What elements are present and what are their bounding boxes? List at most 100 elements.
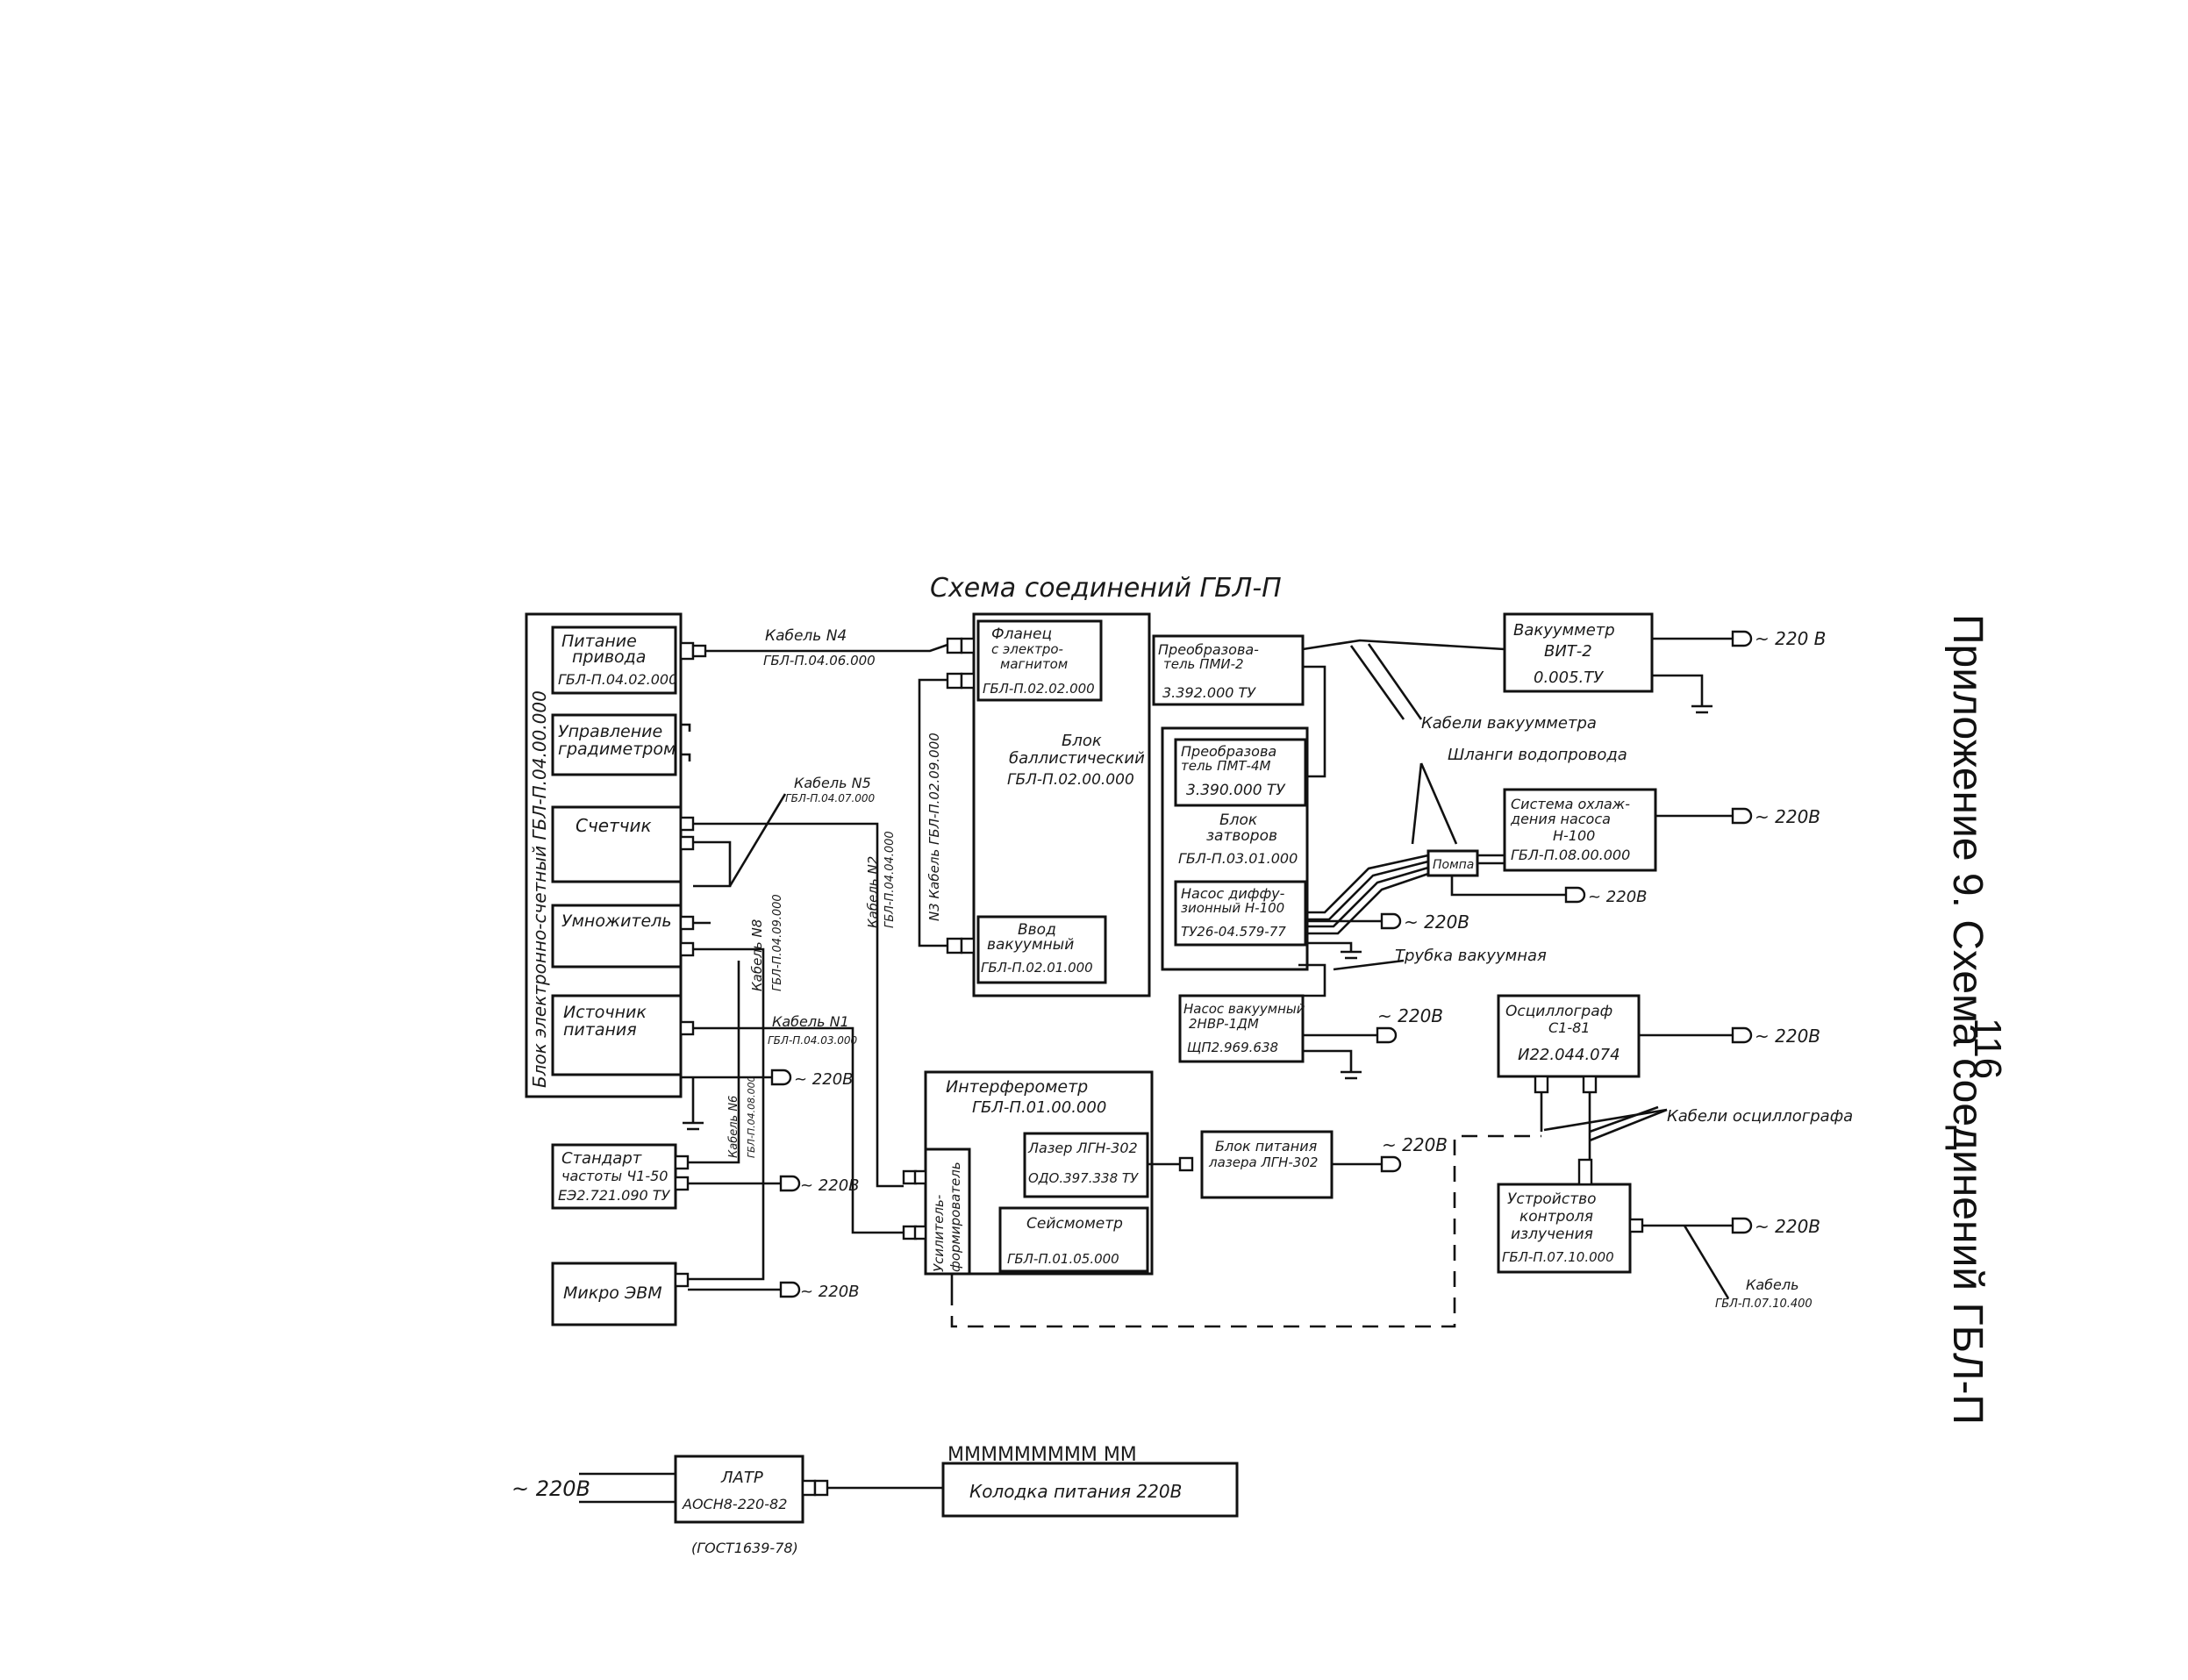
svg-text:ОДО.397.338 ТУ: ОДО.397.338 ТУ	[1028, 1170, 1139, 1186]
svg-text:ГБЛ-П.04.02.000: ГБЛ-П.04.02.000	[558, 671, 677, 688]
svg-text:С1-81: С1-81	[1548, 1019, 1590, 1036]
svg-text:с электро-: с электро-	[991, 641, 1063, 657]
svg-text:ГБЛ-П.04.07.000: ГБЛ-П.04.07.000	[785, 792, 876, 804]
svg-text:Насос диффу-: Насос диффу-	[1181, 885, 1285, 902]
svg-text:0.005.ТУ: 0.005.ТУ	[1534, 668, 1604, 687]
cooling-system: Система охлаж- дения насоса Н-100 ГБЛ-П.…	[1426, 788, 1657, 877]
power-strip: Колодка питания 220В МММММММММ ММ	[941, 1444, 1239, 1518]
svg-text:Преобразова: Преобразова	[1181, 743, 1276, 760]
svg-text:Кабели вакуумметра: Кабели вакуумметра	[1421, 714, 1597, 733]
latr: ЛАТР АОСН8-220-82 (ГОСТ1639-78)	[674, 1455, 829, 1556]
svg-text:Вакуумметр: Вакуумметр	[1513, 621, 1615, 640]
svg-text:баллистический: баллистический	[1009, 749, 1145, 768]
svg-text:ГБЛ-П.02.02.000: ГБЛ-П.02.02.000	[983, 681, 1095, 697]
svg-text:ГБЛ-П.03.01.000: ГБЛ-П.03.01.000	[1178, 850, 1298, 867]
power-strip-sockets: МММММММММ ММ	[947, 1444, 1137, 1466]
oscillograph-dashed-cable	[950, 1134, 1541, 1328]
svg-text:ГБЛ-П.01.00.000: ГБЛ-П.01.00.000	[972, 1098, 1106, 1117]
wires	[579, 637, 1733, 1504]
svg-text:Блок питания: Блок питания	[1215, 1138, 1318, 1155]
svg-text:ГБЛ-П.04.09.000: ГБЛ-П.04.09.000	[771, 894, 784, 991]
latr-gost: (ГОСТ1639-78)	[691, 1540, 798, 1556]
vacuum-gauge: Вакуумметр ВИТ-2 0.005.ТУ	[1503, 612, 1654, 693]
svg-text:ГБЛ-П.04.08.000: ГБЛ-П.04.08.000	[746, 1076, 757, 1158]
svg-text:И22.044.074: И22.044.074	[1518, 1046, 1620, 1064]
svg-text:ГБЛ-П.04.06.000: ГБЛ-П.04.06.000	[763, 653, 876, 668]
svg-text:Блок: Блок	[1219, 811, 1258, 829]
svg-text:~ 220В: ~ 220В	[800, 1283, 860, 1301]
svg-text:Источник: Источник	[563, 1003, 647, 1022]
svg-text:лазера ЛГН-302: лазера ЛГН-302	[1208, 1155, 1318, 1170]
page-number: 116	[1966, 1018, 2009, 1080]
frequency-standard: Стандарт частоты Ч1-50 ЕЭ2.721.090 ТУ	[551, 1143, 690, 1210]
svg-text:3.390.000 ТУ: 3.390.000 ТУ	[1186, 782, 1286, 799]
svg-text:ГБЛ-П.04.04.000: ГБЛ-П.04.04.000	[883, 831, 897, 928]
svg-text:Стандарт: Стандарт	[561, 1149, 642, 1168]
cable-labels: Кабель N4 ГБЛ-П.04.06.000 Кабель N5 ГБЛ-…	[727, 627, 1853, 1311]
svg-text:Устройство: Устройство	[1507, 1190, 1597, 1208]
svg-text:Система охлаж-: Система охлаж-	[1511, 796, 1630, 812]
svg-text:питания: питания	[563, 1020, 637, 1040]
interferometer: Интерферометр ГБЛ-П.01.00.000 Усилитель-…	[902, 1070, 1154, 1276]
svg-text:Н-100: Н-100	[1553, 827, 1595, 844]
electronic-counting-block: Блок электронно-счетный ГБЛ-П.04.00.000 …	[525, 612, 683, 1098]
svg-text:Фланец: Фланец	[991, 626, 1052, 643]
vacuum-pump: Насос вакуумный 2НВР-1ДМ ЩП2.969.638	[1178, 994, 1305, 1063]
svg-text:Усилитель-: Усилитель-	[931, 1195, 947, 1272]
svg-text:Кабель: Кабель	[1746, 1276, 1799, 1293]
svg-text:частоты Ч1-50: частоты Ч1-50	[561, 1168, 668, 1184]
module-upravlenie	[551, 713, 677, 776]
laser-power-block: Блок питания лазера ЛГН-302	[1178, 1130, 1334, 1199]
svg-text:~ 220В: ~ 220В	[1404, 911, 1469, 933]
svg-text:Колодка питания 220В: Колодка питания 220В	[969, 1481, 1182, 1502]
svg-text:Кабель N2: Кабель N2	[865, 856, 881, 928]
radiation-control-device: Устройство контроля излучения ГБЛ-П.07.1…	[1497, 1158, 1644, 1274]
svg-text:Насос вакуумный: Насос вакуумный	[1183, 1001, 1305, 1017]
svg-text:ГБЛ-П.02.01.000: ГБЛ-П.02.01.000	[981, 960, 1093, 976]
svg-text:N3 Кабель ГБЛ-П.02.09.000: N3 Кабель ГБЛ-П.02.09.000	[926, 733, 942, 921]
svg-text:~ 220В: ~ 220В	[1755, 1026, 1820, 1047]
micro-computer: Микро ЭВМ	[551, 1262, 690, 1326]
svg-text:дения насоса: дения насоса	[1510, 811, 1611, 827]
svg-text:Трубка вакуумная: Трубка вакуумная	[1395, 947, 1547, 965]
svg-text:Блок: Блок	[1062, 732, 1102, 750]
svg-text:ГБЛ-П.04.03.000: ГБЛ-П.04.03.000	[768, 1034, 858, 1047]
svg-text:Кабель N5: Кабель N5	[794, 775, 871, 791]
svg-text:Сейсмометр: Сейсмометр	[1026, 1215, 1123, 1233]
pump-label: Помпа	[1433, 858, 1474, 872]
svg-text:Кабель N6: Кабель N6	[727, 1096, 740, 1158]
svg-text:~ 220В: ~ 220В	[1755, 806, 1820, 827]
svg-text:~ 220В: ~ 220В	[800, 1176, 860, 1195]
svg-text:излучения: излучения	[1511, 1226, 1593, 1243]
svg-text:~ 220В: ~ 220В	[1755, 1216, 1820, 1237]
svg-text:~ 220В: ~ 220В	[1377, 1005, 1443, 1026]
svg-text:градиметром: градиметром	[558, 740, 676, 759]
svg-text:ЩП2.969.638: ЩП2.969.638	[1187, 1040, 1278, 1055]
svg-text:Питание: Питание	[561, 632, 637, 651]
svg-text:ТУ26-04.579-77: ТУ26-04.579-77	[1181, 924, 1286, 940]
svg-text:Кабель N1: Кабель N1	[772, 1013, 849, 1030]
ballistic-block: Фланец с электро- магнитом ГБЛ-П.02.02.0…	[946, 612, 1151, 997]
pmi-converter: Преобразова- тель ПМИ-2 3.392.000 ТУ	[1152, 634, 1305, 706]
module-pitanie	[551, 626, 677, 695]
left-block-connectors	[679, 641, 707, 1036]
svg-text:Кабель N4: Кабель N4	[765, 627, 847, 645]
svg-text:Ввод: Ввод	[1018, 921, 1056, 939]
svg-text:Кабель N8: Кабель N8	[749, 919, 765, 991]
svg-text:ГБЛ-П.01.05.000: ГБЛ-П.01.05.000	[1007, 1251, 1119, 1267]
svg-text:ГБЛ-П.07.10.400: ГБЛ-П.07.10.400	[1715, 1298, 1813, 1311]
svg-text:Кабели осциллографа: Кабели осциллографа	[1667, 1107, 1853, 1126]
power-plugs	[683, 630, 1753, 1298]
svg-text:ГБЛ-П.08.00.000: ГБЛ-П.08.00.000	[1511, 847, 1630, 863]
svg-text:ЕЭ2.721.090 ТУ: ЕЭ2.721.090 ТУ	[558, 1187, 671, 1204]
appendix-title-container: Приложение 9. Схема соединений ГБЛ-П	[1913, 614, 2018, 1425]
svg-text:3.392.000 ТУ: 3.392.000 ТУ	[1162, 684, 1256, 701]
svg-text:Умножитель: Умножитель	[561, 911, 672, 931]
shutter-block: Преобразова тель ПМТ-4М 3.390.000 ТУ Бло…	[1161, 726, 1309, 971]
svg-text:ЛАТР: ЛАТР	[720, 1469, 763, 1487]
module-umnozhitel	[551, 904, 683, 969]
svg-text:Интерферометр: Интерферометр	[946, 1077, 1088, 1097]
svg-text:затворов: затворов	[1206, 827, 1277, 845]
